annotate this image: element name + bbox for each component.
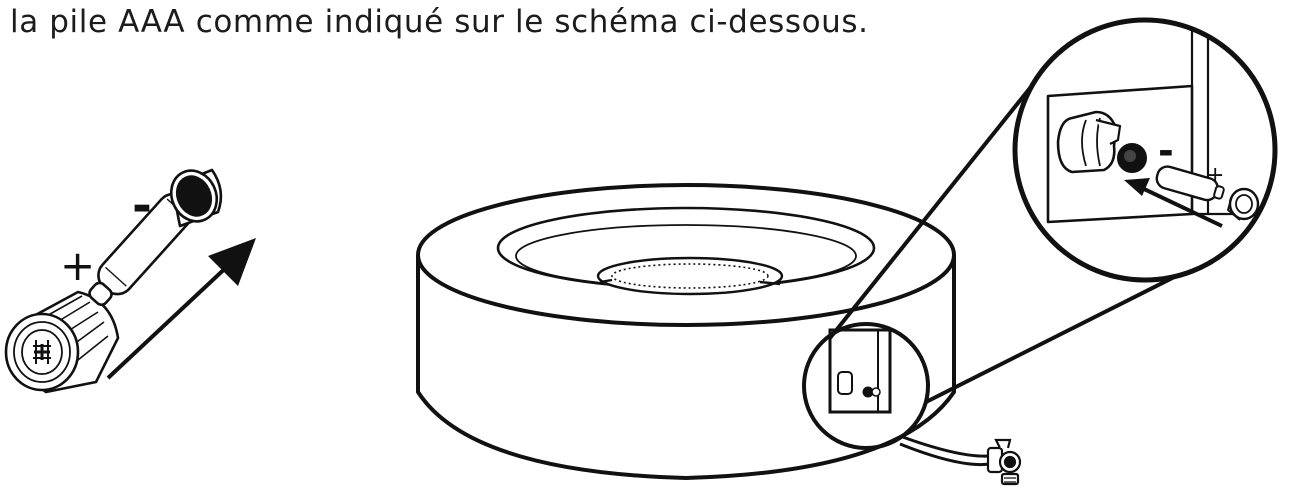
zoom-plus-label: + bbox=[1206, 163, 1224, 188]
left-minus-label: - bbox=[132, 178, 152, 234]
ignition-knob-icon bbox=[1058, 112, 1116, 172]
gas-regulator-icon bbox=[988, 440, 1020, 484]
battery-assembly bbox=[6, 163, 256, 392]
left-plus-label: + bbox=[60, 241, 95, 290]
knurled-cap-icon bbox=[6, 292, 118, 392]
access-panel bbox=[830, 330, 890, 412]
gas-hose bbox=[900, 436, 990, 465]
zoom-detail bbox=[1015, 20, 1280, 280]
zoom-minus-label: - bbox=[1158, 129, 1174, 173]
